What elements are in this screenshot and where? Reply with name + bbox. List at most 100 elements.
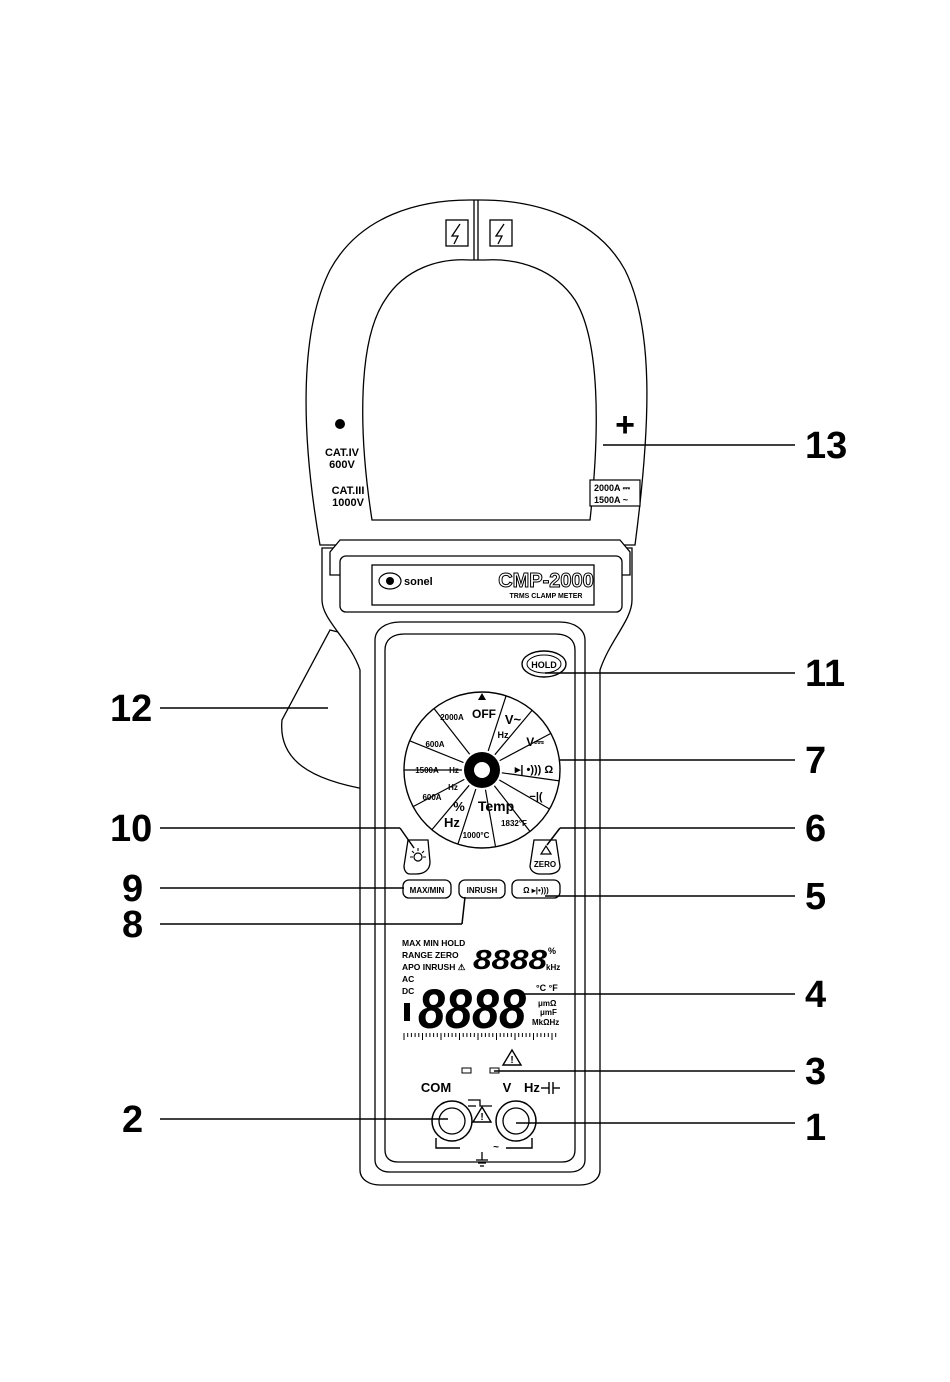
dial-divider — [433, 708, 471, 755]
svg-text:!: ! — [510, 1055, 513, 1066]
callout-lines — [160, 444, 795, 1124]
callout-2: 2 — [122, 1099, 143, 1141]
jaw-warning-marker-right — [489, 219, 513, 247]
model-subtitle: TRMS CLAMP METER — [510, 593, 583, 600]
zero-button[interactable]: ZERO — [529, 839, 561, 875]
dial-divider — [501, 772, 560, 782]
dial-v-dc: V⎓ — [526, 735, 544, 749]
resistance-mode-button[interactable]: Ω ▸|•))) — [511, 879, 561, 899]
callout-8: 8 — [122, 904, 143, 946]
dial-600a-ac: 600A — [422, 793, 441, 802]
dial-divider — [494, 709, 533, 756]
rotary-dial[interactable] — [403, 691, 561, 849]
resistance-mode-label: Ω ▸|•))) — [523, 886, 549, 895]
callout-1: 1 — [805, 1107, 826, 1149]
dial-temp: Temp — [478, 798, 514, 814]
dial-divider — [412, 778, 465, 808]
warning-triangle-icon: ! — [501, 1048, 523, 1066]
dial-1500a: 1500A — [415, 766, 439, 775]
v-terminal[interactable] — [495, 1100, 537, 1142]
callout-7: 7 — [805, 740, 826, 782]
lcd-unit-ohm: μmΩ — [538, 999, 557, 1008]
v-label: V — [503, 1080, 512, 1095]
terminal-warning-icon: ! — [471, 1105, 493, 1123]
jaw-warning-marker-left — [445, 219, 469, 247]
meter-body — [281, 539, 633, 1186]
indicator-led — [461, 1067, 472, 1074]
ground-icon — [476, 1152, 488, 1167]
callout-13: 13 — [805, 425, 847, 467]
lcd-bargraph — [403, 1033, 557, 1040]
lcd-ac: AC — [402, 974, 414, 984]
dial-v-ac: V~ — [505, 712, 522, 727]
callout-11: 11 — [805, 653, 845, 695]
dial-capacitance: −|( — [529, 791, 543, 803]
dial-divider — [493, 785, 531, 832]
zero-button-label: ZERO — [534, 860, 556, 869]
lcd-row-apo-inrush: APO INRUSH ⚠ — [402, 962, 466, 972]
plus-mark: + — [615, 406, 635, 444]
lcd-unit-hz: MkΩHz — [532, 1018, 559, 1027]
current-rating-box: 2000A ⎓ 1500A ~ — [589, 479, 641, 507]
cat-iv-voltage: 600V — [329, 459, 355, 471]
brand-logo: sonel — [378, 572, 433, 590]
backlight-button[interactable] — [403, 839, 431, 875]
maxmin-button[interactable]: MAX/MIN — [402, 879, 452, 899]
dial-off: OFF — [472, 707, 496, 721]
capacitor-icon — [541, 1082, 560, 1094]
hold-button[interactable]: HOLD — [521, 650, 567, 678]
hold-button-label: HOLD — [531, 660, 557, 670]
callout-6: 6 — [805, 808, 826, 850]
callout-5: 5 — [805, 876, 826, 918]
dial-hz-left: Hz — [449, 766, 459, 775]
dial-divider — [499, 779, 550, 810]
cat-iv-label: CAT.IV — [325, 447, 360, 459]
lcd-percent: % — [548, 946, 556, 956]
hz-label: Hz — [524, 1080, 540, 1095]
dial-divider — [487, 695, 507, 752]
lcd-row-maxmin-hold: MAX MIN HOLD — [402, 938, 465, 948]
clamp-jaws — [305, 199, 648, 546]
dial-temp-f: 1832°F — [501, 819, 527, 828]
backlight-icon — [410, 848, 426, 862]
dial-dividers — [404, 695, 560, 847]
current-rating-ac: 1500A ~ — [594, 495, 628, 505]
lcd-row-range-zero: RANGE ZERO — [402, 950, 459, 960]
callout-10: 10 — [110, 808, 152, 850]
dial-divider — [431, 784, 470, 831]
dial-ohm: ▸| •))) Ω — [514, 764, 554, 776]
maxmin-button-label: MAX/MIN — [410, 886, 445, 895]
delta-icon — [539, 844, 553, 855]
callout-9: 9 — [122, 868, 143, 910]
dial-2000a: 2000A — [440, 713, 464, 722]
dial-divider — [457, 788, 477, 845]
lcd-temp-units: °C °F — [536, 983, 558, 993]
dial-hz-mid: Hz — [448, 783, 458, 792]
lcd-small-digits: 8888 — [473, 944, 547, 975]
brand-name: sonel — [404, 576, 433, 588]
dial-divider — [409, 740, 464, 764]
svg-text:!: ! — [480, 1112, 483, 1123]
dial-hz-bottom: Hz — [444, 815, 460, 830]
lcd-main-digits: 8888 — [418, 977, 527, 1040]
callout-4: 4 — [805, 974, 826, 1016]
com-label: COM — [421, 1080, 451, 1095]
ac-dc-symbol: ~ — [493, 1142, 499, 1153]
dial-temp-c: 1000°C — [463, 831, 490, 840]
polarity-symbol — [468, 1099, 492, 1107]
dial-hz-top: Hz — [498, 730, 509, 740]
lcd-khz: kHz — [546, 963, 560, 972]
terminal-brackets — [435, 1138, 533, 1149]
lcd-display: MAX MIN HOLD RANGE ZERO APO INRUSH ⚠ AC … — [398, 935, 566, 1040]
cat-iii-voltage: 1000V — [332, 497, 364, 509]
inrush-button[interactable]: INRUSH — [458, 879, 506, 899]
jaw-alignment-dot — [335, 419, 345, 429]
cat-iii-label: CAT.III — [332, 485, 365, 497]
lcd-dc: DC — [402, 986, 414, 996]
model-name: CMP-2000 — [498, 570, 594, 592]
dial-divider — [484, 789, 497, 847]
current-rating-dc: 2000A ⎓ — [594, 483, 631, 493]
callout-12: 12 — [110, 688, 152, 730]
com-terminal[interactable] — [431, 1100, 473, 1142]
